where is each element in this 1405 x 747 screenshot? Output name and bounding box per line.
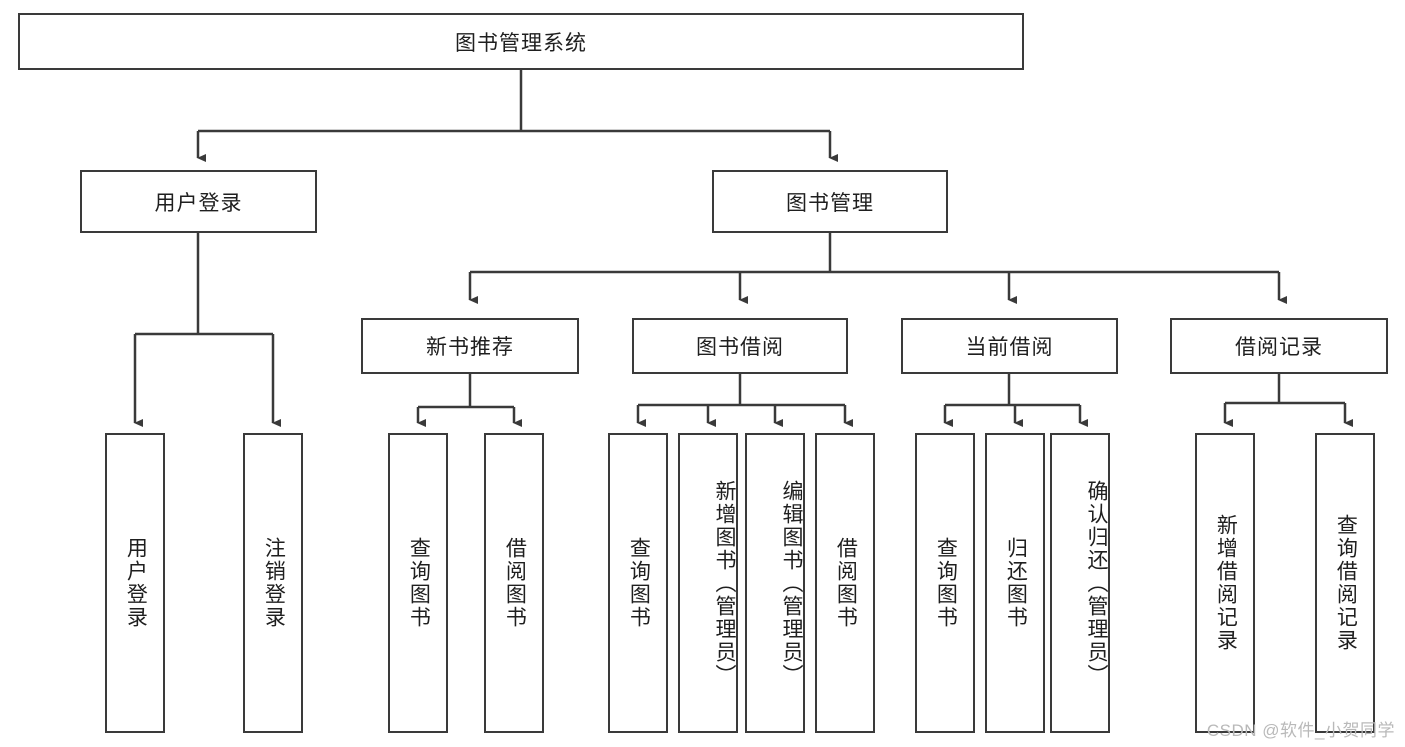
- node-leaf-query-book-current[interactable]: 查询图书: [915, 433, 975, 733]
- node-label: 借阅图书: [834, 537, 858, 629]
- node-label: 用户登录: [124, 537, 148, 629]
- node-root-book-management-system[interactable]: 图书管理系统: [18, 13, 1024, 70]
- node-leaf-confirm-return-admin[interactable]: 确认归还（管理员）: [1050, 433, 1110, 733]
- node-label: 归还图书: [1004, 537, 1028, 629]
- node-label: 查询图书: [407, 537, 431, 629]
- node-leaf-add-borrow-record[interactable]: 新增借阅记录: [1195, 433, 1255, 733]
- node-label: 图书借阅: [696, 336, 784, 359]
- node-leaf-return-book[interactable]: 归还图书: [985, 433, 1045, 733]
- node-label: 编辑图书（管理员）: [780, 479, 803, 687]
- node-leaf-query-borrow-record[interactable]: 查询借阅记录: [1315, 433, 1375, 733]
- node-leaf-edit-book-admin[interactable]: 编辑图书（管理员）: [745, 433, 805, 733]
- node-label: 借阅记录: [1235, 336, 1323, 359]
- node-leaf-logout-login[interactable]: 注销登录: [243, 433, 303, 733]
- node-book-borrow[interactable]: 图书借阅: [632, 318, 848, 374]
- node-leaf-borrow-book[interactable]: 借阅图书: [815, 433, 875, 733]
- node-label: 查询图书: [934, 537, 958, 629]
- node-label: 查询借阅记录: [1334, 514, 1358, 652]
- node-current-borrow[interactable]: 当前借阅: [901, 318, 1118, 374]
- node-label: 新增借阅记录: [1214, 514, 1238, 652]
- node-leaf-query-book-recommend[interactable]: 查询图书: [388, 433, 448, 733]
- node-label: 注销登录: [262, 537, 286, 629]
- node-leaf-query-book-borrow[interactable]: 查询图书: [608, 433, 668, 733]
- node-label: 用户登录: [154, 191, 243, 215]
- node-label: 借阅图书: [503, 537, 527, 629]
- node-label: 图书管理系统: [455, 31, 587, 55]
- node-new-book-recommend[interactable]: 新书推荐: [361, 318, 579, 374]
- node-label: 当前借阅: [965, 336, 1054, 359]
- node-user-login[interactable]: 用户登录: [80, 170, 317, 233]
- node-borrow-record[interactable]: 借阅记录: [1170, 318, 1388, 374]
- node-book-management[interactable]: 图书管理: [712, 170, 948, 233]
- node-leaf-borrow-book-recommend[interactable]: 借阅图书: [484, 433, 544, 733]
- node-leaf-add-book-admin[interactable]: 新增图书（管理员）: [678, 433, 738, 733]
- node-label: 图书管理: [786, 191, 874, 215]
- node-label: 查询图书: [627, 537, 651, 629]
- node-label: 新增图书（管理员）: [713, 479, 736, 687]
- node-leaf-user-login[interactable]: 用户登录: [105, 433, 165, 733]
- node-label: 确认归还（管理员）: [1085, 479, 1108, 687]
- node-label: 新书推荐: [426, 336, 514, 359]
